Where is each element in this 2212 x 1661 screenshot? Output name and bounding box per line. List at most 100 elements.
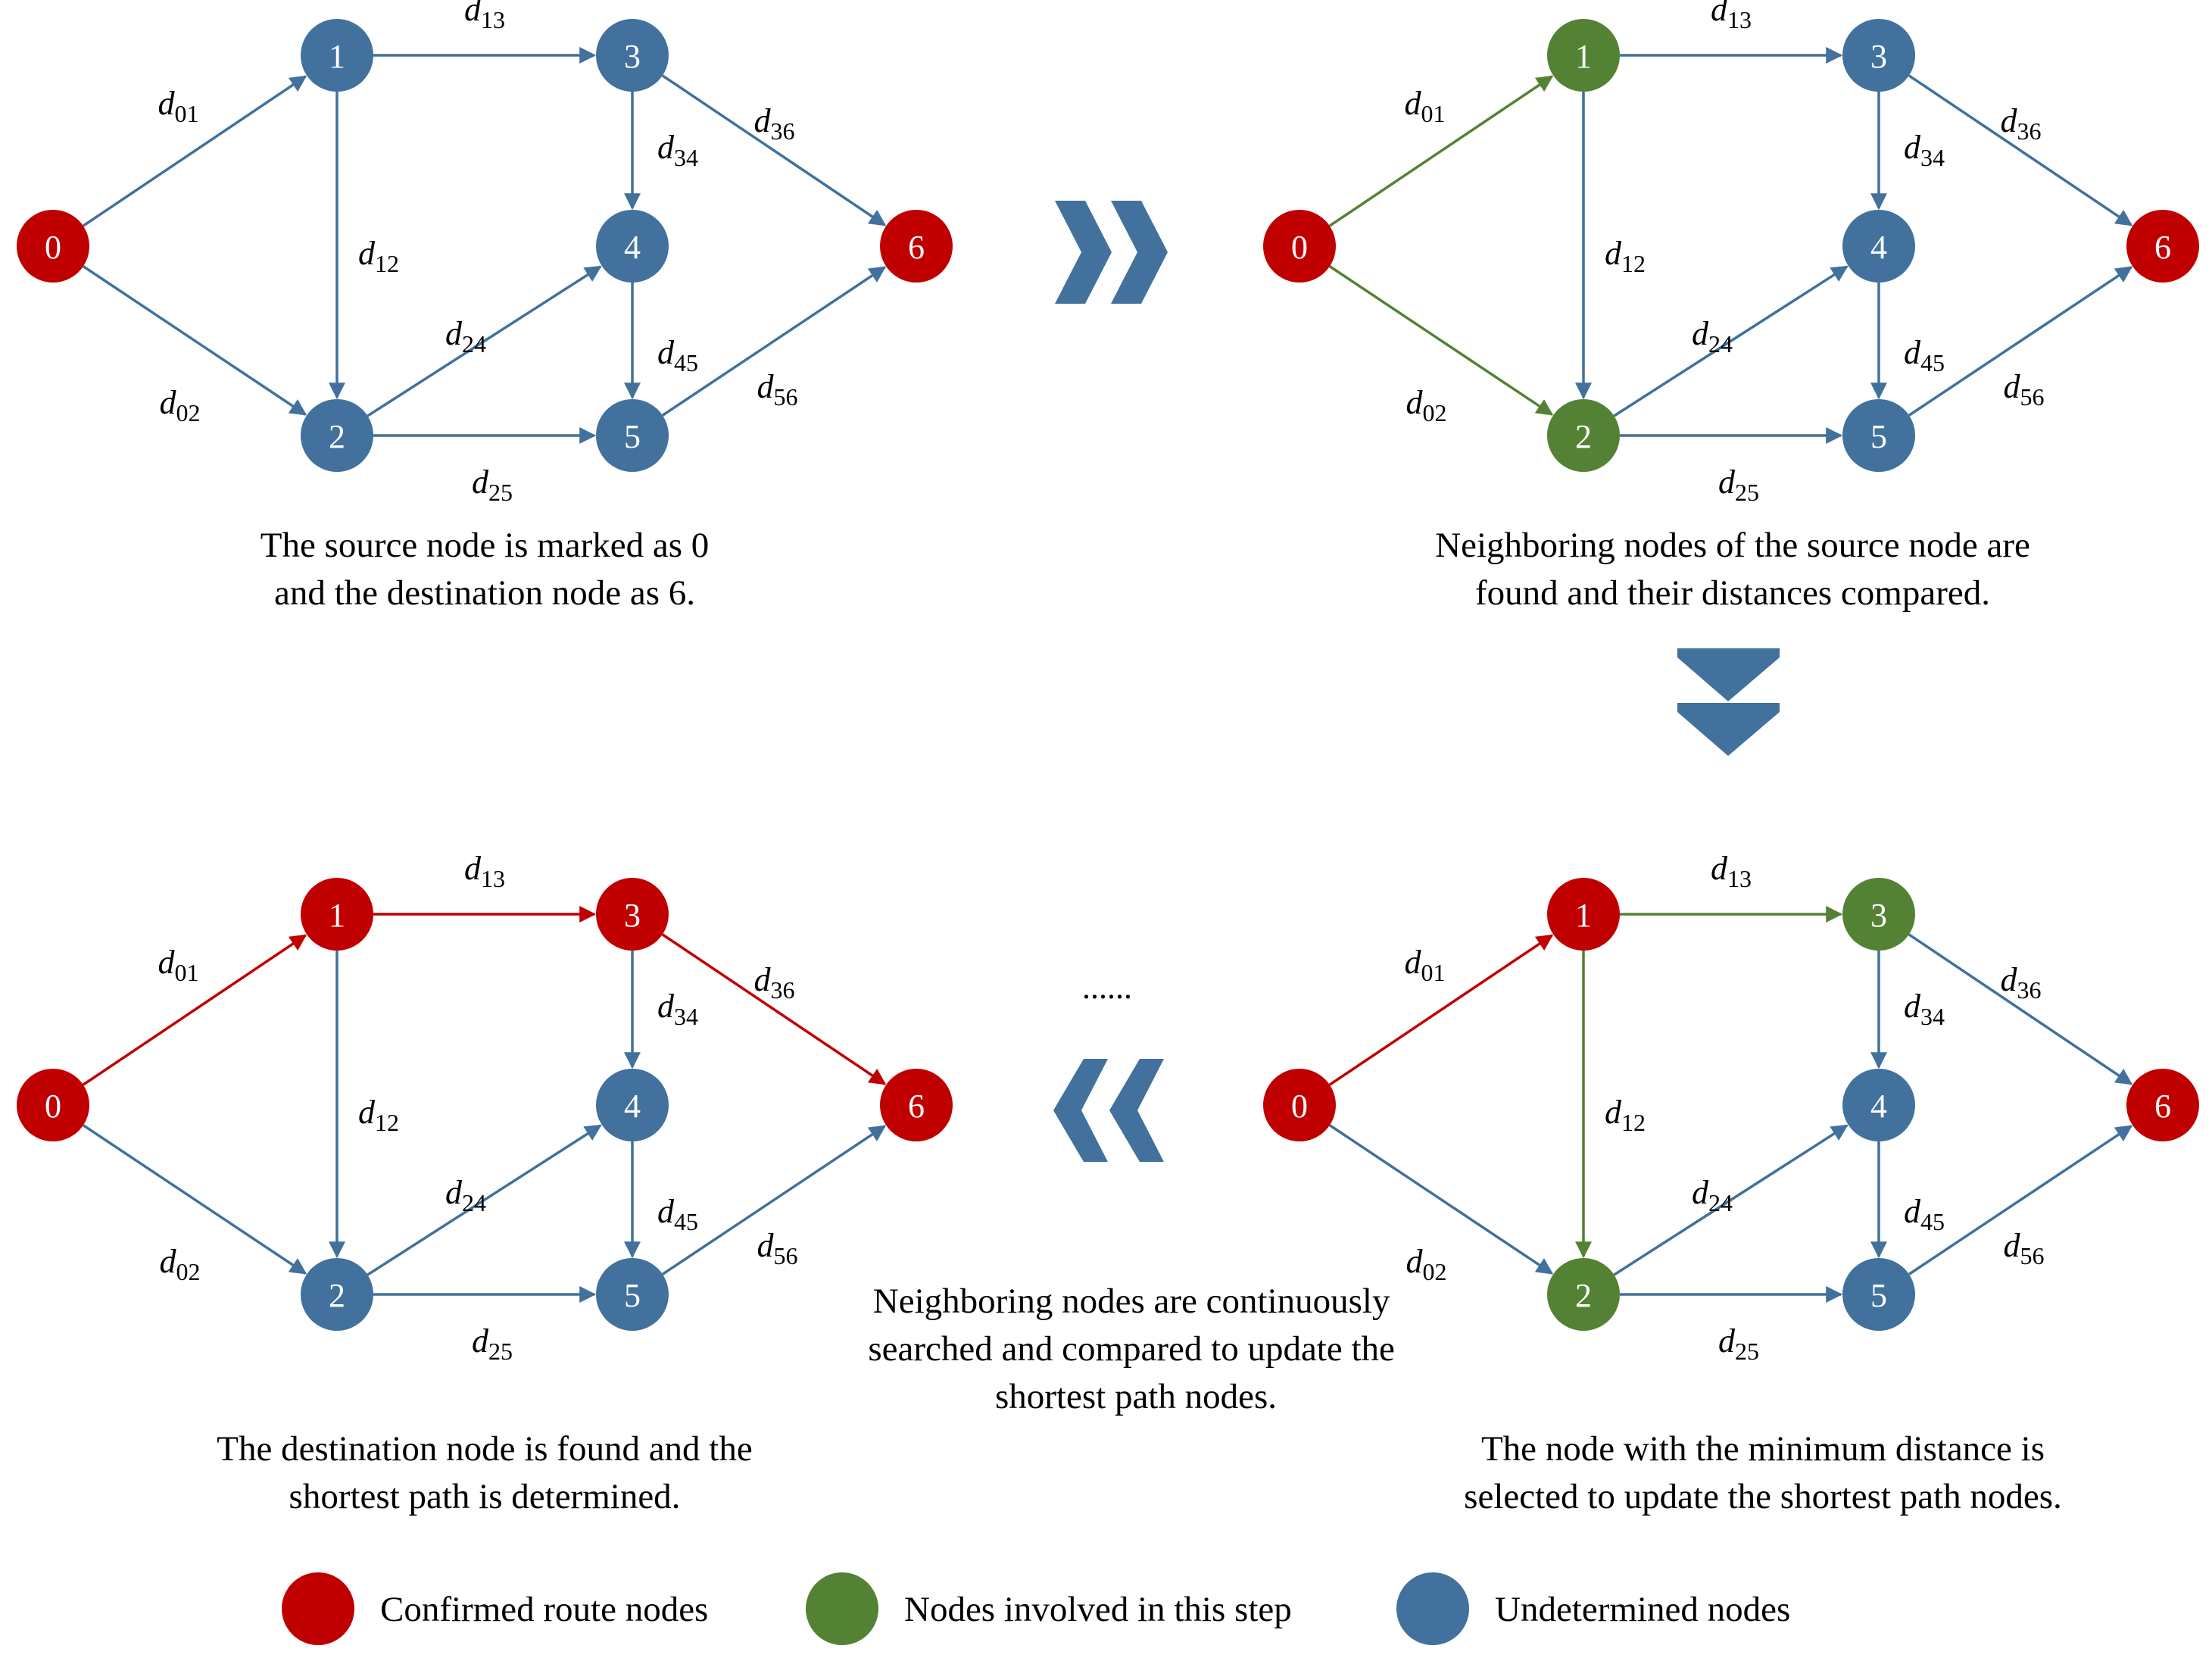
edge-2-4: [367, 1124, 602, 1276]
edge-label-02: d02: [160, 384, 201, 426]
node-6: 6: [880, 1069, 953, 1141]
node-4: 4: [1842, 210, 1915, 283]
node-4: 4: [1842, 1069, 1915, 1141]
node-label: 0: [45, 1088, 61, 1125]
edge-0-1: [82, 75, 307, 227]
node-label: 2: [329, 418, 345, 455]
edge-label-24: d24: [445, 1174, 486, 1216]
node-label: 0: [1291, 1088, 1308, 1125]
edge-0-2: [1328, 1124, 1554, 1275]
legend-item-involved: Nodes involved in this step: [806, 1572, 1292, 1645]
edge-2-4: [367, 265, 602, 417]
legend-item-undetermined: Undetermined nodes: [1396, 1572, 1790, 1645]
edge-5-6: [1908, 266, 2133, 417]
legend-label: Nodes involved in this step: [904, 1590, 1292, 1629]
edge-3-6: [1908, 74, 2133, 226]
node-label: 2: [1575, 418, 1592, 455]
node-5: 5: [1842, 1258, 1915, 1331]
node-label: 3: [624, 38, 641, 75]
edge-0-1: [82, 934, 307, 1086]
node-1: 1: [301, 878, 373, 951]
edge-label-02: d02: [1406, 384, 1447, 426]
node-label: 6: [2154, 229, 2171, 266]
edge-label-45: d45: [657, 334, 698, 376]
edge-label-45: d45: [657, 1193, 698, 1235]
node-label: 4: [624, 1088, 641, 1125]
panel-caption: Neighboring nodes of the source node are…: [1435, 526, 2030, 613]
node-2: 2: [301, 399, 373, 472]
edge-label-13: d13: [464, 850, 505, 892]
edge-label-12: d12: [358, 235, 399, 277]
node-0: 0: [17, 210, 89, 283]
node-label: 2: [1575, 1277, 1592, 1314]
edge-label-45: d45: [1904, 334, 1945, 376]
edge-0-2: [82, 265, 307, 416]
edge-label-01: d01: [158, 85, 199, 127]
panel-step-final: d01d02d12d13d24d25d34d36d45d560123456The…: [17, 850, 953, 1516]
node-3: 3: [1842, 878, 1915, 951]
node-label: 1: [1575, 897, 1592, 934]
legend-swatch: [1396, 1572, 1469, 1645]
edge-label-45: d45: [1904, 1193, 1945, 1235]
node-3: 3: [596, 878, 669, 951]
arrow-left-icon: [1053, 1059, 1164, 1162]
edge-label-01: d01: [1405, 85, 1446, 127]
node-label: 1: [329, 38, 345, 75]
edge-label-25: d25: [1718, 464, 1759, 506]
legend: Confirmed route nodes Nodes involved in t…: [282, 1572, 1790, 1645]
edge-label-25: d25: [1718, 1322, 1759, 1365]
node-0: 0: [1263, 210, 1336, 283]
edge-label-24: d24: [445, 315, 486, 357]
node-label: 6: [908, 1088, 925, 1125]
node-3: 3: [596, 19, 669, 92]
ellipsis: ......: [1082, 969, 1132, 1006]
legend-label: Undetermined nodes: [1495, 1590, 1790, 1629]
edge-label-36: d36: [754, 961, 795, 1004]
edge-5-6: [1908, 1125, 2133, 1275]
node-1: 1: [1547, 19, 1620, 92]
node-3: 3: [1842, 19, 1915, 92]
edge-0-2: [1328, 265, 1554, 416]
edge-0-1: [1328, 934, 1554, 1086]
edge-0-2: [82, 1124, 307, 1275]
edge-label-12: d12: [1605, 1094, 1646, 1136]
edge-label-25: d25: [472, 1322, 513, 1365]
edge-label-34: d34: [1904, 988, 1945, 1030]
node-2: 2: [1547, 399, 1620, 472]
middle-caption-line: Neighboring nodes are continuously: [873, 1282, 1390, 1321]
edge-label-25: d25: [472, 464, 513, 506]
edge-3-6: [1908, 933, 2133, 1085]
edge-2-4: [1613, 265, 1849, 417]
arrow-right-icon: [1055, 201, 1168, 304]
node-label: 3: [1870, 38, 1887, 75]
node-label: 2: [329, 1277, 345, 1314]
node-label: 4: [1870, 1088, 1887, 1125]
legend-swatch: [806, 1572, 878, 1645]
legend-label: Confirmed route nodes: [380, 1590, 708, 1629]
middle-caption: Neighboring nodes are continuously searc…: [868, 1282, 1403, 1416]
edge-label-24: d24: [1692, 1174, 1733, 1216]
node-5: 5: [596, 399, 669, 472]
edge-label-34: d34: [657, 988, 698, 1030]
edge-label-01: d01: [1405, 944, 1446, 986]
edge-label-02: d02: [1406, 1243, 1447, 1285]
node-label: 3: [624, 897, 641, 934]
node-label: 6: [2154, 1088, 2171, 1125]
edge-label-13: d13: [1711, 850, 1752, 892]
node-0: 0: [1263, 1069, 1336, 1141]
arrow-down-icon: [1677, 648, 1780, 756]
edge-2-4: [1613, 1124, 1849, 1276]
node-2: 2: [1547, 1258, 1620, 1331]
edge-label-56: d56: [2004, 1227, 2045, 1269]
node-label: 0: [45, 229, 61, 266]
node-label: 5: [1870, 1277, 1887, 1314]
middle-caption-line: shortest path nodes.: [995, 1377, 1277, 1416]
middle-caption-line: searched and compared to update the: [868, 1329, 1395, 1369]
node-label: 4: [1870, 229, 1887, 266]
node-1: 1: [1547, 878, 1620, 951]
edge-label-02: d02: [160, 1243, 201, 1285]
node-6: 6: [2126, 1069, 2199, 1141]
